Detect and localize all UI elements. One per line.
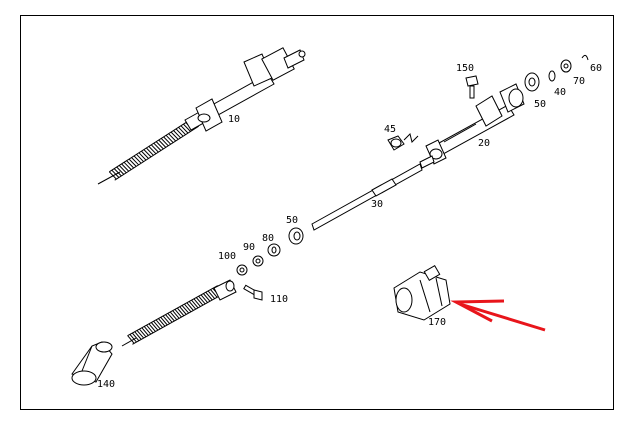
part-90-washer (252, 255, 264, 267)
callout-50-left: 50 (286, 215, 298, 226)
part-50-bushing-right (524, 72, 540, 92)
part-110-screw (243, 284, 263, 301)
part-50-bushing-left (288, 227, 304, 245)
part-lower-steering-rack (121, 279, 237, 347)
callout-100: 100 (218, 251, 236, 262)
part-170-sleeve (393, 264, 451, 321)
callout-50-right: 50 (534, 99, 546, 110)
part-150-bolt (465, 75, 479, 99)
part-20-housing (425, 83, 525, 165)
callout-140: 140 (97, 379, 115, 390)
part-140-boot (71, 341, 113, 386)
part-70-nut (560, 59, 572, 73)
part-80-nut (267, 243, 281, 257)
callout-170: 170 (428, 317, 446, 328)
callout-70: 70 (573, 76, 585, 87)
part-40-ring (548, 70, 556, 82)
diagram-border (20, 15, 614, 410)
part-10-steering-rack (97, 47, 306, 185)
callout-10: 10 (228, 114, 240, 125)
callout-80: 80 (262, 233, 274, 244)
callout-40: 40 (554, 87, 566, 98)
callout-30: 30 (371, 199, 383, 210)
highlight-arrow (450, 299, 546, 332)
callout-20: 20 (478, 138, 490, 149)
callout-90: 90 (243, 242, 255, 253)
callout-150: 150 (456, 63, 474, 74)
part-60-clip (581, 54, 589, 61)
callout-45: 45 (384, 124, 396, 135)
part-45-bushing (387, 133, 419, 151)
callout-60: 60 (590, 63, 602, 74)
part-100-washer (236, 264, 248, 276)
part-30-shaft (311, 155, 435, 231)
callout-110: 110 (270, 294, 288, 305)
